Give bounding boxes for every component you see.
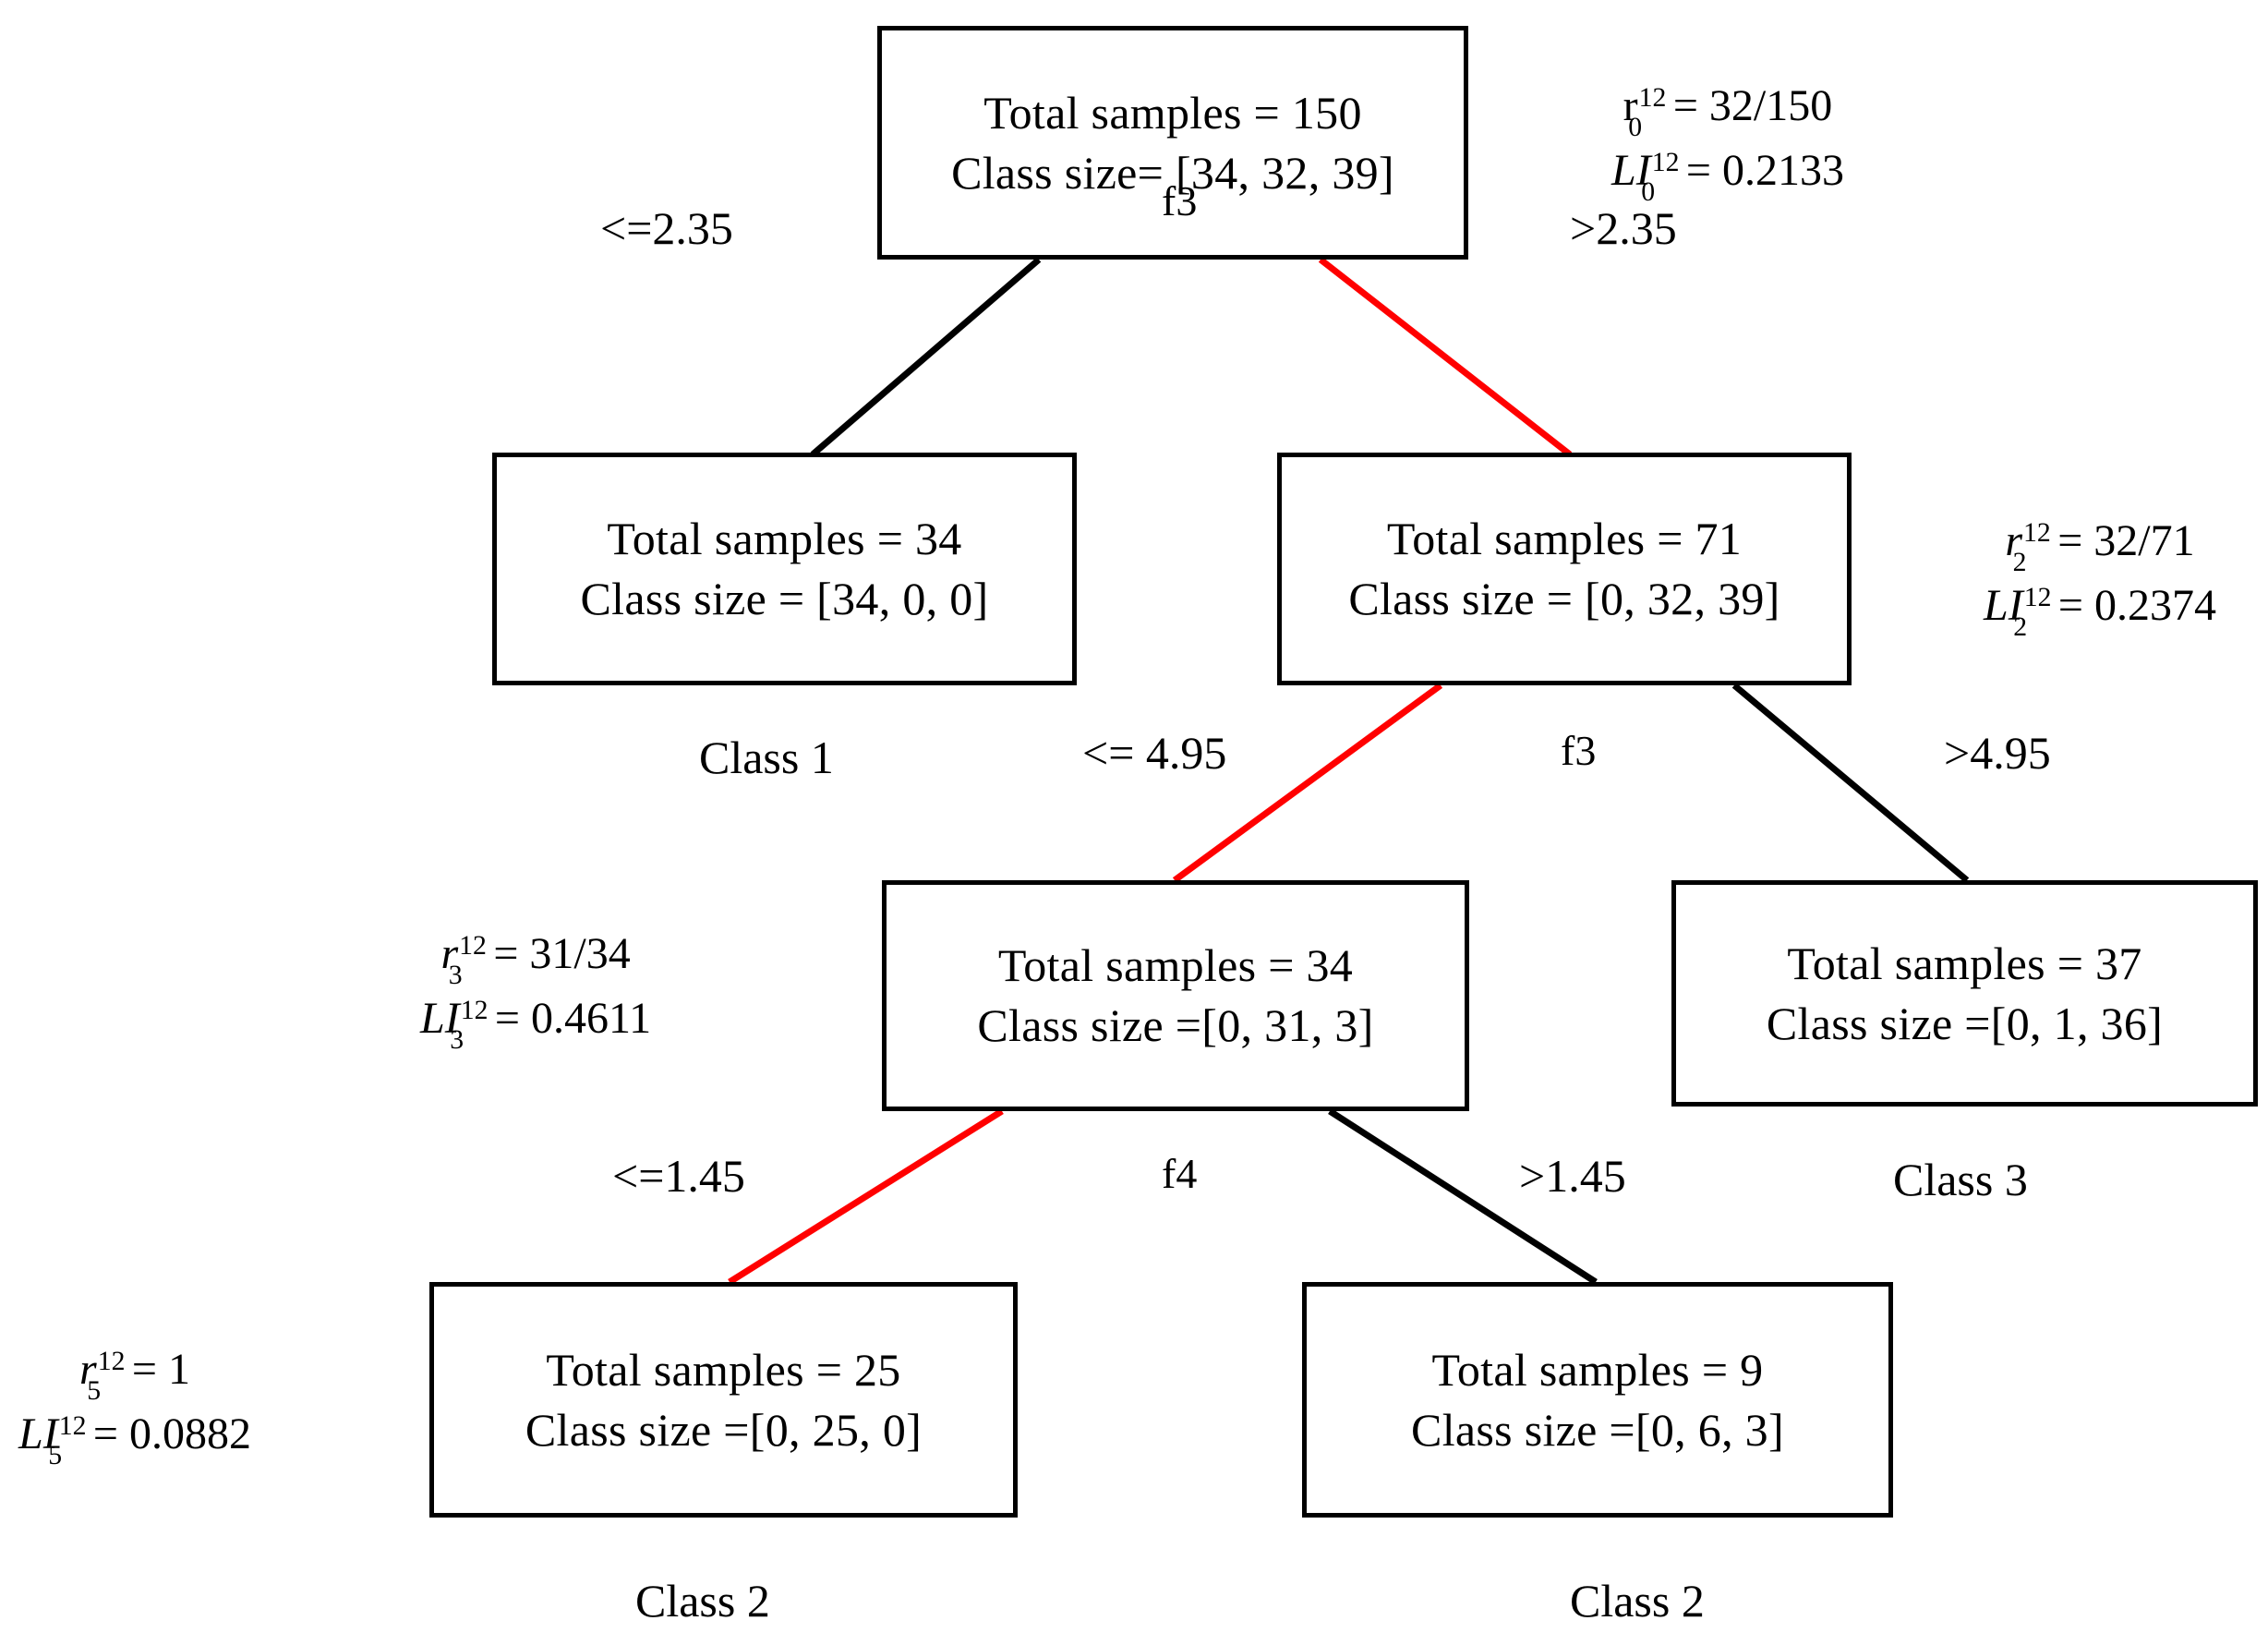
annotation-li-symbol: LI bbox=[1611, 145, 1651, 195]
annotation-r-superscript: 12 bbox=[459, 930, 487, 962]
node-total-samples: Total samples = 9 bbox=[1431, 1343, 1764, 1396]
annotation-r-root: r120 = 32/150 bbox=[1611, 76, 1844, 143]
annotation-li-value: = 0.0882 bbox=[81, 1409, 251, 1458]
annotation-r-value: = 32/71 bbox=[2046, 516, 2195, 565]
annotation-li-symbol: LI bbox=[420, 993, 460, 1043]
annotation-r-subscript: 3 bbox=[448, 960, 463, 991]
edge-n2-left bbox=[1172, 683, 1443, 883]
node-class-size: Class size =[0, 6, 3] bbox=[1411, 1403, 1784, 1456]
tree-node-mid-34[interactable]: Total samples = 34 Class size =[0, 31, 3… bbox=[882, 880, 1469, 1111]
annotation-li-value: = 0.2374 bbox=[2046, 580, 2216, 630]
annotation-r-symbol: r bbox=[440, 929, 459, 978]
annotation-li-superscript: 12 bbox=[460, 995, 489, 1026]
edge-n2-right bbox=[1731, 683, 1970, 883]
annotation-r-superscript: 12 bbox=[1638, 82, 1667, 114]
annotation-li-value: = 0.2133 bbox=[1674, 145, 1844, 195]
leaf-class-label-2-left: Class 2 bbox=[635, 1575, 770, 1627]
node-class-size: Class size = [0, 32, 39] bbox=[1348, 573, 1780, 624]
node-total-samples: Total samples = 25 bbox=[546, 1343, 901, 1396]
leaf-class-label-2-right: Class 2 bbox=[1570, 1575, 1705, 1627]
annotation-li-n5: LI125 = 0.0882 bbox=[18, 1404, 251, 1470]
annotation-li-superscript: 12 bbox=[58, 1410, 87, 1442]
annotation-li-symbol: LI bbox=[18, 1409, 58, 1458]
annotation-r-subscript: 0 bbox=[1628, 112, 1643, 143]
annotation-r-n2: r122 = 32/71 bbox=[1984, 511, 2216, 578]
annotation-r-symbol: r bbox=[1623, 81, 1638, 130]
annotation-li-subscript: 2 bbox=[2013, 611, 2028, 642]
annotation-r-subscript: 2 bbox=[2012, 547, 2027, 578]
leaf-class-label-3: Class 3 bbox=[1893, 1154, 2028, 1205]
node-total-samples: Total samples = 71 bbox=[1386, 513, 1743, 564]
node-total-samples: Total samples = 37 bbox=[1787, 937, 2142, 989]
annotation-root: r120 = 32/150 LI120 = 0.2133 bbox=[1611, 76, 1844, 207]
node-class-size: Class size = [34, 0, 0] bbox=[580, 573, 989, 624]
annotation-r-value: = 1 bbox=[120, 1345, 190, 1394]
split-right-condition-n3: >1.45 bbox=[1519, 1150, 1626, 1202]
split-right-condition-root: >2.35 bbox=[1570, 202, 1677, 254]
split-feature-n3: f4 bbox=[1162, 1150, 1198, 1197]
split-left-condition-n3: <=1.45 bbox=[612, 1150, 745, 1202]
node-total-samples: Total samples = 150 bbox=[983, 86, 1362, 139]
annotation-r-n3: r123 = 31/34 bbox=[420, 924, 651, 991]
edge-n3-left bbox=[728, 1108, 1004, 1285]
split-right-condition-n2: >4.95 bbox=[1944, 727, 2051, 779]
tree-node-left-34[interactable]: Total samples = 34 Class size = [34, 0, … bbox=[492, 453, 1077, 685]
node-class-size: Class size =[0, 1, 36] bbox=[1766, 997, 2164, 1049]
annotation-li-n3: LI123 = 0.4611 bbox=[420, 988, 652, 1055]
node-class-size: Class size= [34, 32, 39] bbox=[951, 146, 1394, 199]
annotation-r-value: = 31/34 bbox=[482, 929, 631, 978]
annotation-r-symbol: r bbox=[2005, 516, 2023, 565]
annotation-n2: r122 = 32/71 LI122 = 0.2374 bbox=[1984, 511, 2216, 642]
annotation-r-symbol: r bbox=[79, 1345, 97, 1394]
annotation-n5: r125 = 1 LI125 = 0.0882 bbox=[18, 1339, 251, 1470]
annotation-li-n2: LI122 = 0.2374 bbox=[1984, 575, 2216, 642]
annotation-r-superscript: 12 bbox=[97, 1346, 126, 1377]
node-class-size: Class size =[0, 31, 3] bbox=[977, 999, 1374, 1051]
annotation-li-subscript: 0 bbox=[1641, 175, 1656, 207]
split-feature-root: f3 bbox=[1162, 177, 1198, 224]
annotation-r-n5: r125 = 1 bbox=[18, 1339, 251, 1407]
edge-root-right bbox=[1318, 257, 1573, 457]
annotation-r-subscript: 5 bbox=[87, 1375, 102, 1407]
annotation-li-subscript: 3 bbox=[450, 1023, 464, 1055]
annotation-li-subscript: 5 bbox=[48, 1439, 63, 1470]
annotation-li-superscript: 12 bbox=[2023, 582, 2052, 613]
tree-node-leaf-25[interactable]: Total samples = 25 Class size =[0, 25, 0… bbox=[429, 1282, 1018, 1518]
annotation-r-value: = 32/150 bbox=[1661, 81, 1833, 130]
annotation-n3: r123 = 31/34 LI123 = 0.4611 bbox=[420, 924, 652, 1055]
annotation-li-symbol: LI bbox=[1984, 580, 2023, 630]
split-left-condition-root: <=2.35 bbox=[600, 202, 733, 254]
node-total-samples: Total samples = 34 bbox=[997, 939, 1354, 991]
annotation-li-superscript: 12 bbox=[1651, 147, 1680, 178]
annotation-r-superscript: 12 bbox=[2023, 517, 2051, 549]
annotation-li-value: = 0.4611 bbox=[483, 993, 652, 1043]
tree-node-root[interactable]: Total samples = 150 Class size= [34, 32,… bbox=[877, 26, 1468, 260]
edge-root-left bbox=[810, 257, 1042, 457]
annotation-li-root: LI120 = 0.2133 bbox=[1611, 140, 1844, 207]
node-class-size: Class size =[0, 25, 0] bbox=[525, 1403, 923, 1456]
leaf-class-label-1: Class 1 bbox=[699, 732, 834, 783]
tree-node-right-71[interactable]: Total samples = 71 Class size = [0, 32, … bbox=[1277, 453, 1852, 685]
tree-node-leaf-9[interactable]: Total samples = 9 Class size =[0, 6, 3] bbox=[1302, 1282, 1893, 1518]
node-total-samples: Total samples = 34 bbox=[607, 513, 962, 564]
tree-node-right-37[interactable]: Total samples = 37 Class size =[0, 1, 36… bbox=[1671, 880, 2258, 1107]
split-left-condition-n2: <= 4.95 bbox=[1082, 727, 1227, 779]
split-feature-n2: f3 bbox=[1561, 727, 1597, 774]
